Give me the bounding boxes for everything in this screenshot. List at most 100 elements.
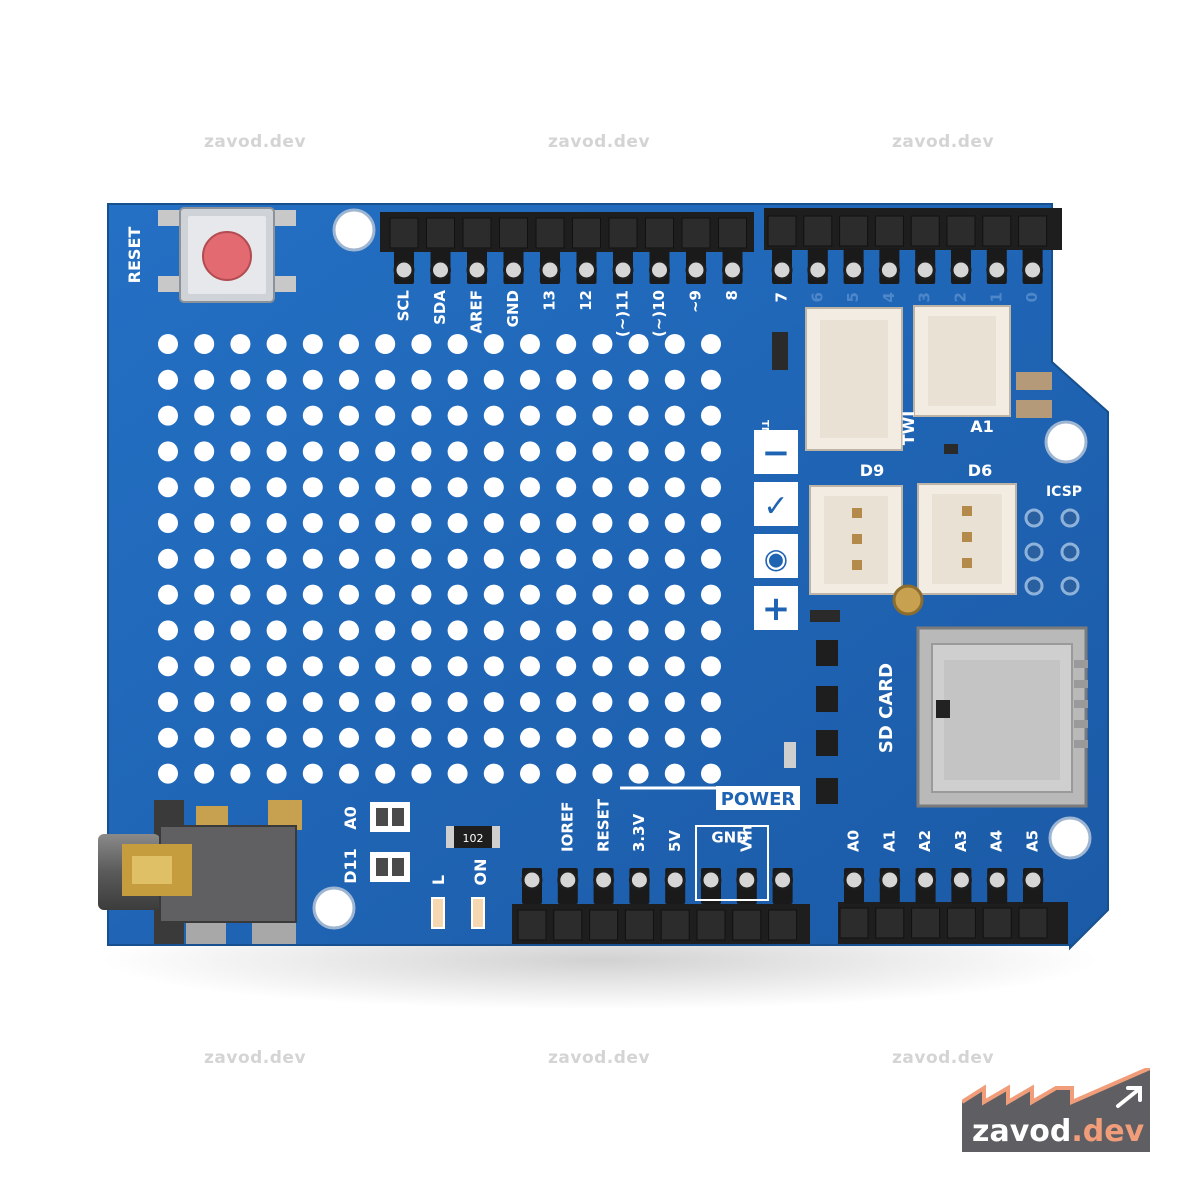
proto-hole <box>230 548 251 569</box>
zavod-logo-text: zavod.dev <box>972 1114 1144 1149</box>
proto-hole <box>158 441 178 462</box>
header-pad <box>539 259 561 281</box>
header-socket <box>767 215 797 247</box>
header-pad <box>950 869 972 891</box>
proto-hole <box>302 369 323 390</box>
icsp-pad <box>1024 576 1044 596</box>
header-pad <box>557 869 579 891</box>
prototyping-grid <box>158 334 721 784</box>
proto-hole <box>230 405 251 426</box>
header-socket <box>553 909 583 941</box>
proto-hole <box>230 369 251 390</box>
header-socket <box>946 215 976 247</box>
proto-hole <box>483 548 504 569</box>
proto-hole <box>628 620 649 641</box>
proto-hole <box>339 513 359 533</box>
proto-hole <box>302 763 323 784</box>
proto-hole <box>339 477 359 498</box>
proto-hole <box>302 405 323 426</box>
header-socket <box>946 907 976 939</box>
header-pad <box>879 869 901 891</box>
proto-hole <box>411 656 432 677</box>
pin-label: IOREF <box>559 802 577 852</box>
proto-hole <box>556 727 577 748</box>
icsp-pad <box>1024 542 1044 562</box>
header-socket <box>732 909 762 941</box>
header-socket <box>910 215 940 247</box>
pin-label: 5 <box>844 292 862 302</box>
proto-hole <box>194 548 215 569</box>
pin-label: RESET <box>594 798 612 852</box>
digital-header-left <box>380 212 754 284</box>
proto-hole <box>375 477 396 498</box>
reset-label: RESET <box>125 227 144 284</box>
pin-label: A4 <box>988 830 1006 852</box>
proto-hole <box>302 727 323 748</box>
proto-hole <box>447 369 468 390</box>
proto-hole <box>483 692 504 712</box>
proto-hole <box>592 369 613 390</box>
proto-hole <box>375 763 396 784</box>
pin-label: A5 <box>1024 830 1042 852</box>
proto-hole <box>266 584 287 605</box>
proto-hole <box>483 334 504 354</box>
label-led-l: L <box>429 875 448 885</box>
proto-hole <box>520 727 540 748</box>
header-pad <box>393 259 415 281</box>
header-socket <box>499 217 528 249</box>
pin-label: 13 <box>541 290 559 311</box>
proto-hole <box>230 727 251 748</box>
header-socket <box>589 909 619 941</box>
proto-hole <box>411 727 432 748</box>
grove-connector-a1 <box>913 305 1011 417</box>
proto-hole <box>664 441 685 462</box>
svg-text:+: + <box>762 589 791 629</box>
proto-hole <box>375 656 396 677</box>
proto-hole <box>194 763 215 784</box>
proto-hole <box>520 548 540 569</box>
svg-text:TM: TM <box>759 420 770 437</box>
header-socket <box>681 217 711 249</box>
proto-hole <box>302 692 323 712</box>
proto-hole <box>628 405 649 426</box>
proto-hole <box>628 369 649 390</box>
header-pad <box>986 259 1008 281</box>
test-pad <box>892 584 924 616</box>
pin-label: 6 <box>808 292 826 302</box>
proto-hole <box>339 548 359 569</box>
solder-jumper-a0 <box>370 802 410 832</box>
proto-hole <box>158 369 178 390</box>
proto-hole <box>230 763 251 784</box>
proto-hole <box>628 763 649 784</box>
mounting-hole <box>332 208 376 252</box>
proto-hole <box>158 656 178 677</box>
proto-hole <box>230 513 251 533</box>
header-socket <box>462 217 492 249</box>
proto-hole <box>664 513 685 533</box>
proto-hole <box>411 692 432 712</box>
proto-hole <box>447 441 468 462</box>
proto-hole <box>158 477 178 498</box>
proto-hole <box>483 369 504 390</box>
power-label-group: POWER <box>620 786 800 810</box>
proto-hole <box>483 584 504 605</box>
proto-hole <box>375 513 396 533</box>
proto-hole <box>628 548 649 569</box>
proto-hole <box>520 441 540 462</box>
proto-hole <box>483 620 504 641</box>
pin-label: (~)11 <box>614 290 632 337</box>
proto-hole <box>701 763 721 784</box>
proto-hole <box>447 727 468 748</box>
label-a0-pad: A0 <box>341 806 360 830</box>
header-pad <box>772 869 794 891</box>
proto-hole <box>411 548 432 569</box>
proto-hole <box>628 513 649 533</box>
proto-hole <box>447 334 468 354</box>
icsp-pad <box>1024 508 1044 528</box>
proto-hole <box>664 334 685 354</box>
header-pad <box>843 259 865 281</box>
pin-label: GND <box>711 829 748 847</box>
label-a1: A1 <box>970 417 994 436</box>
pin-label: ~9 <box>687 290 705 313</box>
svg-text:◉: ◉ <box>764 542 788 575</box>
